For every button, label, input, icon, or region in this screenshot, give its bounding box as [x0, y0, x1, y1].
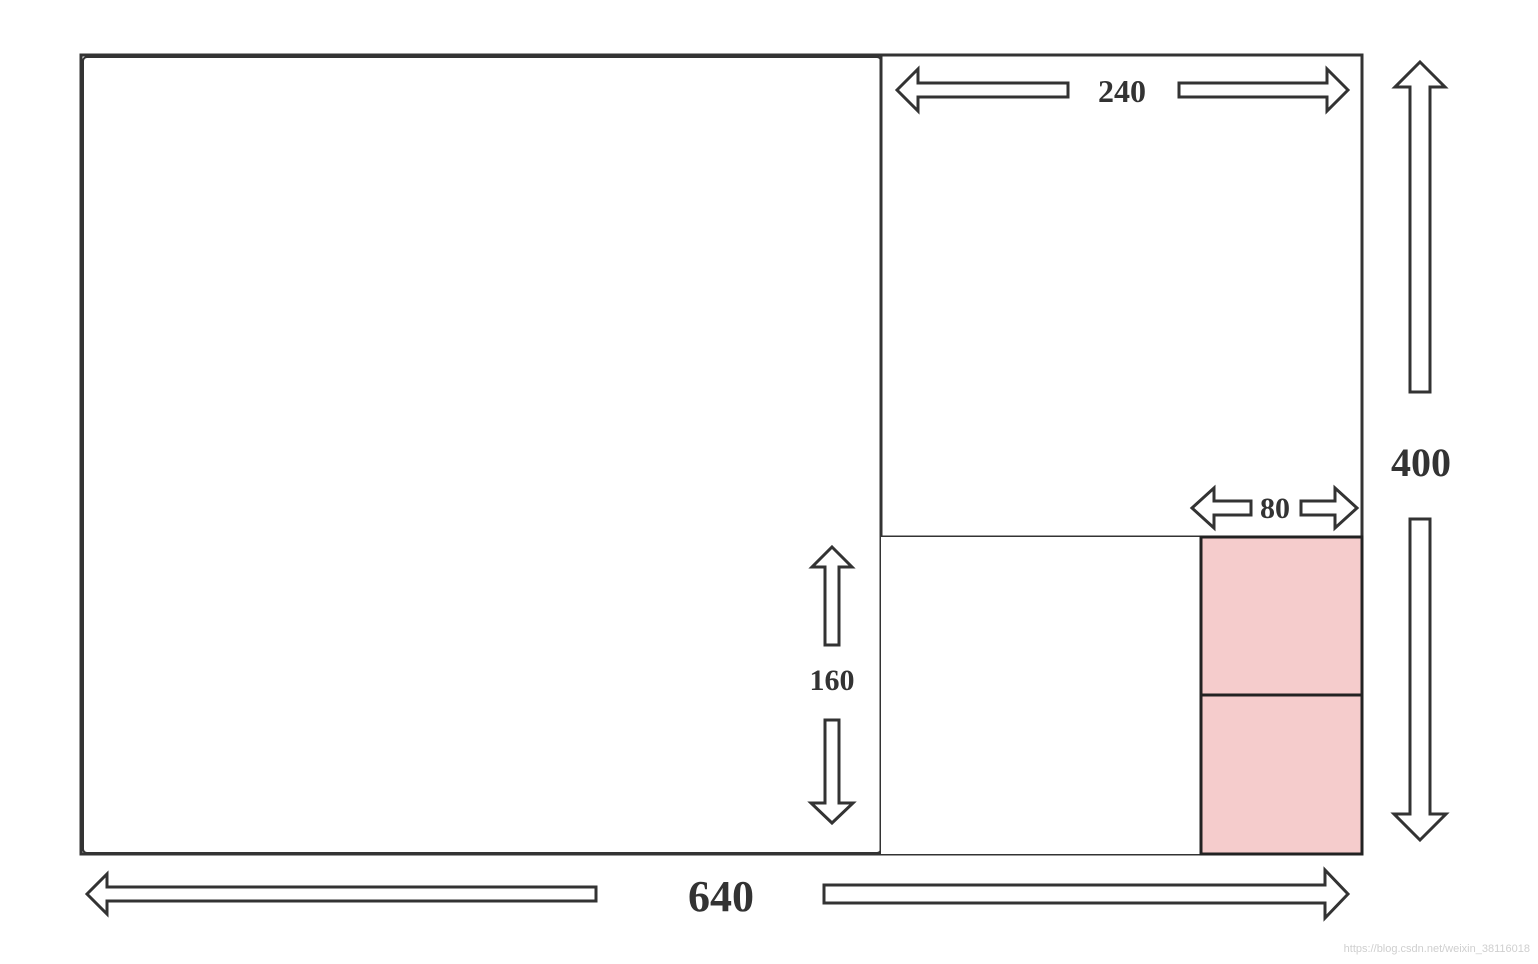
square-right-arrow-icon: [1177, 65, 1351, 115]
height-label: 400: [1391, 440, 1451, 485]
pink-cell-top: [1199, 535, 1364, 697]
watermark-text: https://blog.csdn.net/weixin_38116018: [1344, 943, 1530, 955]
left-square-region: [82, 56, 882, 854]
small-width-left-arrow-icon: [1189, 484, 1253, 532]
height-down-arrow-icon: [1390, 517, 1450, 843]
pink-cell-bottom: [1199, 693, 1364, 856]
small-width-right-arrow-icon: [1299, 484, 1360, 532]
small-height-label: 160: [810, 664, 855, 697]
small-height-down-arrow-icon: [807, 718, 857, 826]
small-width-label: 80: [1260, 492, 1290, 525]
height-up-arrow-icon: [1391, 59, 1449, 394]
small-height-up-arrow-icon: [808, 544, 856, 647]
width-left-arrow-icon: [84, 870, 598, 918]
square-left-arrow-icon: [894, 65, 1070, 115]
square-size-label: 240: [1098, 73, 1146, 109]
width-label: 640: [688, 872, 754, 921]
width-right-arrow-icon: [822, 866, 1351, 922]
bottom-middle-region: [881, 537, 1201, 854]
